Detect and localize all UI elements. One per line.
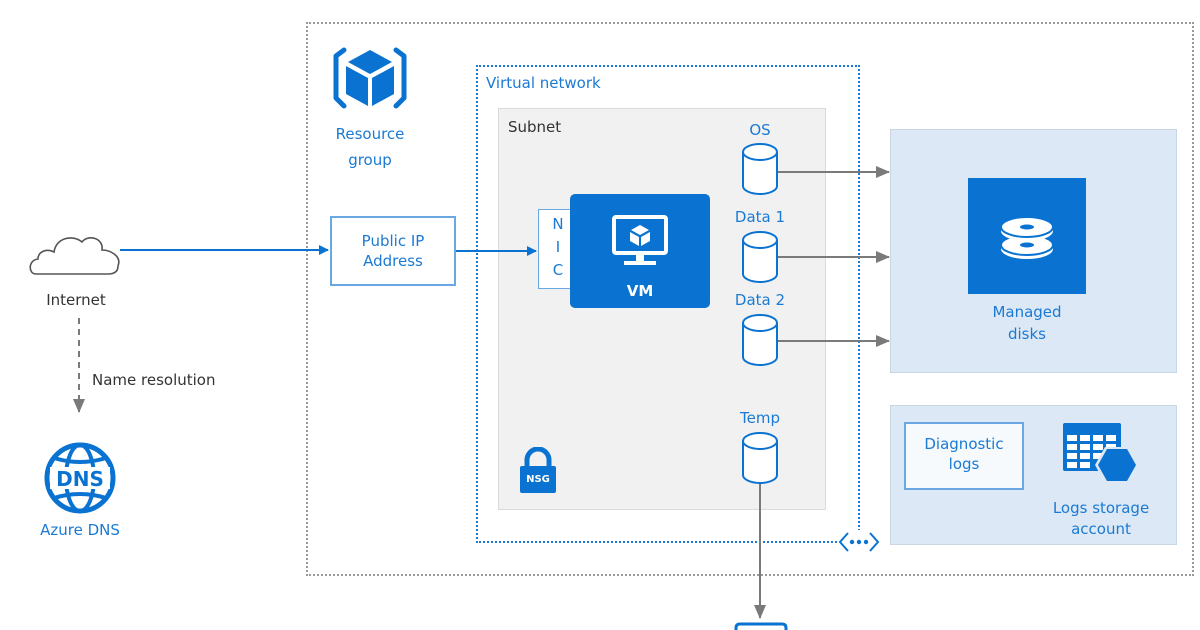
disk-label-data1: Data 1 <box>734 208 786 226</box>
diagnostic-logs-line1: Diagnostic <box>924 435 1004 453</box>
diagnostic-logs-line2: logs <box>948 455 980 473</box>
storage-table-icon <box>1063 423 1139 483</box>
resource-group-boundary <box>306 22 1194 576</box>
name-resolution-label: Name resolution <box>92 371 216 389</box>
managed-disks-label-line2: disks <box>1007 325 1046 343</box>
vnet-peering-icon <box>838 530 880 554</box>
offscreen-target-box <box>734 622 788 630</box>
managed-disks-label-line1: Managed <box>992 303 1062 321</box>
diagnostic-logs-node[interactable]: Diagnostic logs <box>904 422 1024 490</box>
dns-icon-text: DNS <box>56 467 104 491</box>
public-ip-line1: Public IP <box>361 232 425 250</box>
resource-group-label-line2: group <box>348 151 392 169</box>
resource-group-label-line1: Resource <box>335 125 405 143</box>
disk-cylinder-icon[interactable] <box>741 230 779 284</box>
monitor-cube-icon <box>612 215 668 265</box>
nsg-label: NSG <box>526 474 550 485</box>
nic-letter: N <box>552 215 564 233</box>
internet-label: Internet <box>46 291 106 309</box>
vm-label: VM <box>626 282 654 300</box>
nic-letter: C <box>552 261 564 279</box>
virtual-network-boundary <box>476 65 860 543</box>
disk-cylinder-icon[interactable] <box>741 431 779 485</box>
resource-group-cube-icon <box>333 47 407 109</box>
disk-label-data2: Data 2 <box>734 291 786 309</box>
logs-storage-label-line1: Logs storage <box>1052 499 1150 517</box>
logs-storage-label-line2: account <box>1071 520 1131 538</box>
subnet-label: Subnet <box>508 118 562 136</box>
cloud-icon <box>29 237 120 275</box>
nic-letter: I <box>555 238 561 256</box>
globe-dns-icon: DNS <box>44 442 116 514</box>
lock-icon <box>520 447 556 493</box>
public-ip-address-node[interactable]: Public IP Address <box>330 216 456 286</box>
disk-cylinder-icon[interactable] <box>741 142 779 196</box>
disk-label-temp: Temp <box>740 409 780 427</box>
disk-label-os: OS <box>749 121 771 139</box>
azure-dns-label: Azure DNS <box>40 521 120 539</box>
stacked-disks-icon <box>1000 216 1054 259</box>
public-ip-line2: Address <box>363 252 423 270</box>
disk-cylinder-icon[interactable] <box>741 313 779 367</box>
virtual-network-label: Virtual network <box>486 74 601 92</box>
